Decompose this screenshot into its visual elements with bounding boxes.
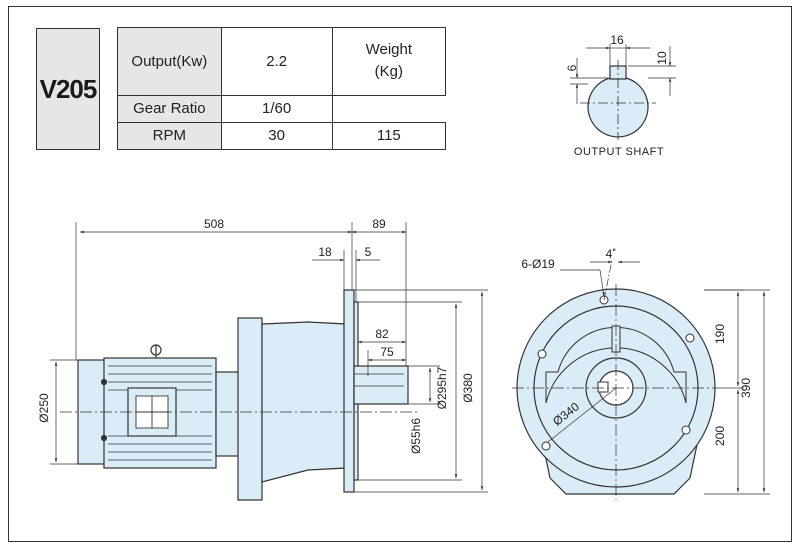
motor-fins [108, 365, 212, 461]
model-name: V205 [39, 73, 98, 104]
motor-adapter [215, 371, 241, 457]
dim-upper-height: 190 [713, 324, 727, 344]
weight-label-line1: Weight [365, 41, 413, 59]
dim-lower-height: 200 [713, 426, 727, 446]
shaft-section [587, 77, 649, 138]
output-shaft-detail [570, 44, 676, 140]
dim-75: 75 [380, 345, 394, 359]
dim-motor-diameter: Ø250 [37, 393, 51, 423]
dim-flange-thickness: 18 [318, 245, 332, 259]
dim-shaft-diameter: Ø55h6 [409, 418, 423, 454]
output-value: 2.2 [220, 27, 333, 96]
gear-housing-flange [237, 317, 263, 501]
dim-total-height: 390 [739, 378, 753, 398]
output-shaft-title: OUTPUT SHAFT [573, 146, 665, 158]
side-view [77, 289, 409, 501]
dim-bolt-holes: 6-Ø19 [521, 257, 555, 271]
ring-slot [545, 326, 687, 404]
rpm-value: 30 [220, 121, 333, 151]
spec-row-rpm: RPM 30 115 [117, 121, 447, 151]
dim-82: 82 [375, 327, 389, 341]
spec-row-ratio: Gear Ratio 1/60 [117, 94, 446, 123]
model-label-box: V205 [36, 28, 100, 150]
front-view-dimensions [512, 259, 770, 500]
spec-table: Output(Kw) 2.2 Weight (Kg) Gear Ratio 1/… [117, 27, 447, 151]
weight-label-line2: (Kg) [374, 63, 403, 81]
weight-value: 115 [331, 121, 447, 151]
rpm-label: RPM [117, 121, 222, 151]
front-view [516, 288, 716, 495]
output-shaft [353, 365, 409, 405]
dim-spigot-diameter: Ø295h7 [435, 366, 449, 409]
dim-angle: 4˚ [606, 247, 617, 261]
dim-spigot-depth: 5 [365, 245, 372, 259]
dim-shaft-length: 89 [372, 217, 386, 231]
ratio-label: Gear Ratio [117, 94, 222, 123]
dim-overall-length: 508 [204, 217, 224, 231]
drawing-frame [8, 6, 792, 542]
shaft-dim-height: 10 [655, 51, 669, 65]
side-view-dimensions [50, 222, 488, 493]
gear-housing [261, 321, 347, 483]
shaft-dim-depth: 6 [565, 64, 579, 71]
output-flange [343, 289, 355, 493]
shaft-dim-width: 16 [610, 33, 624, 47]
dim-flange-diameter: Ø380 [461, 373, 475, 403]
weight-label-cell: Weight (Kg) [331, 27, 447, 96]
